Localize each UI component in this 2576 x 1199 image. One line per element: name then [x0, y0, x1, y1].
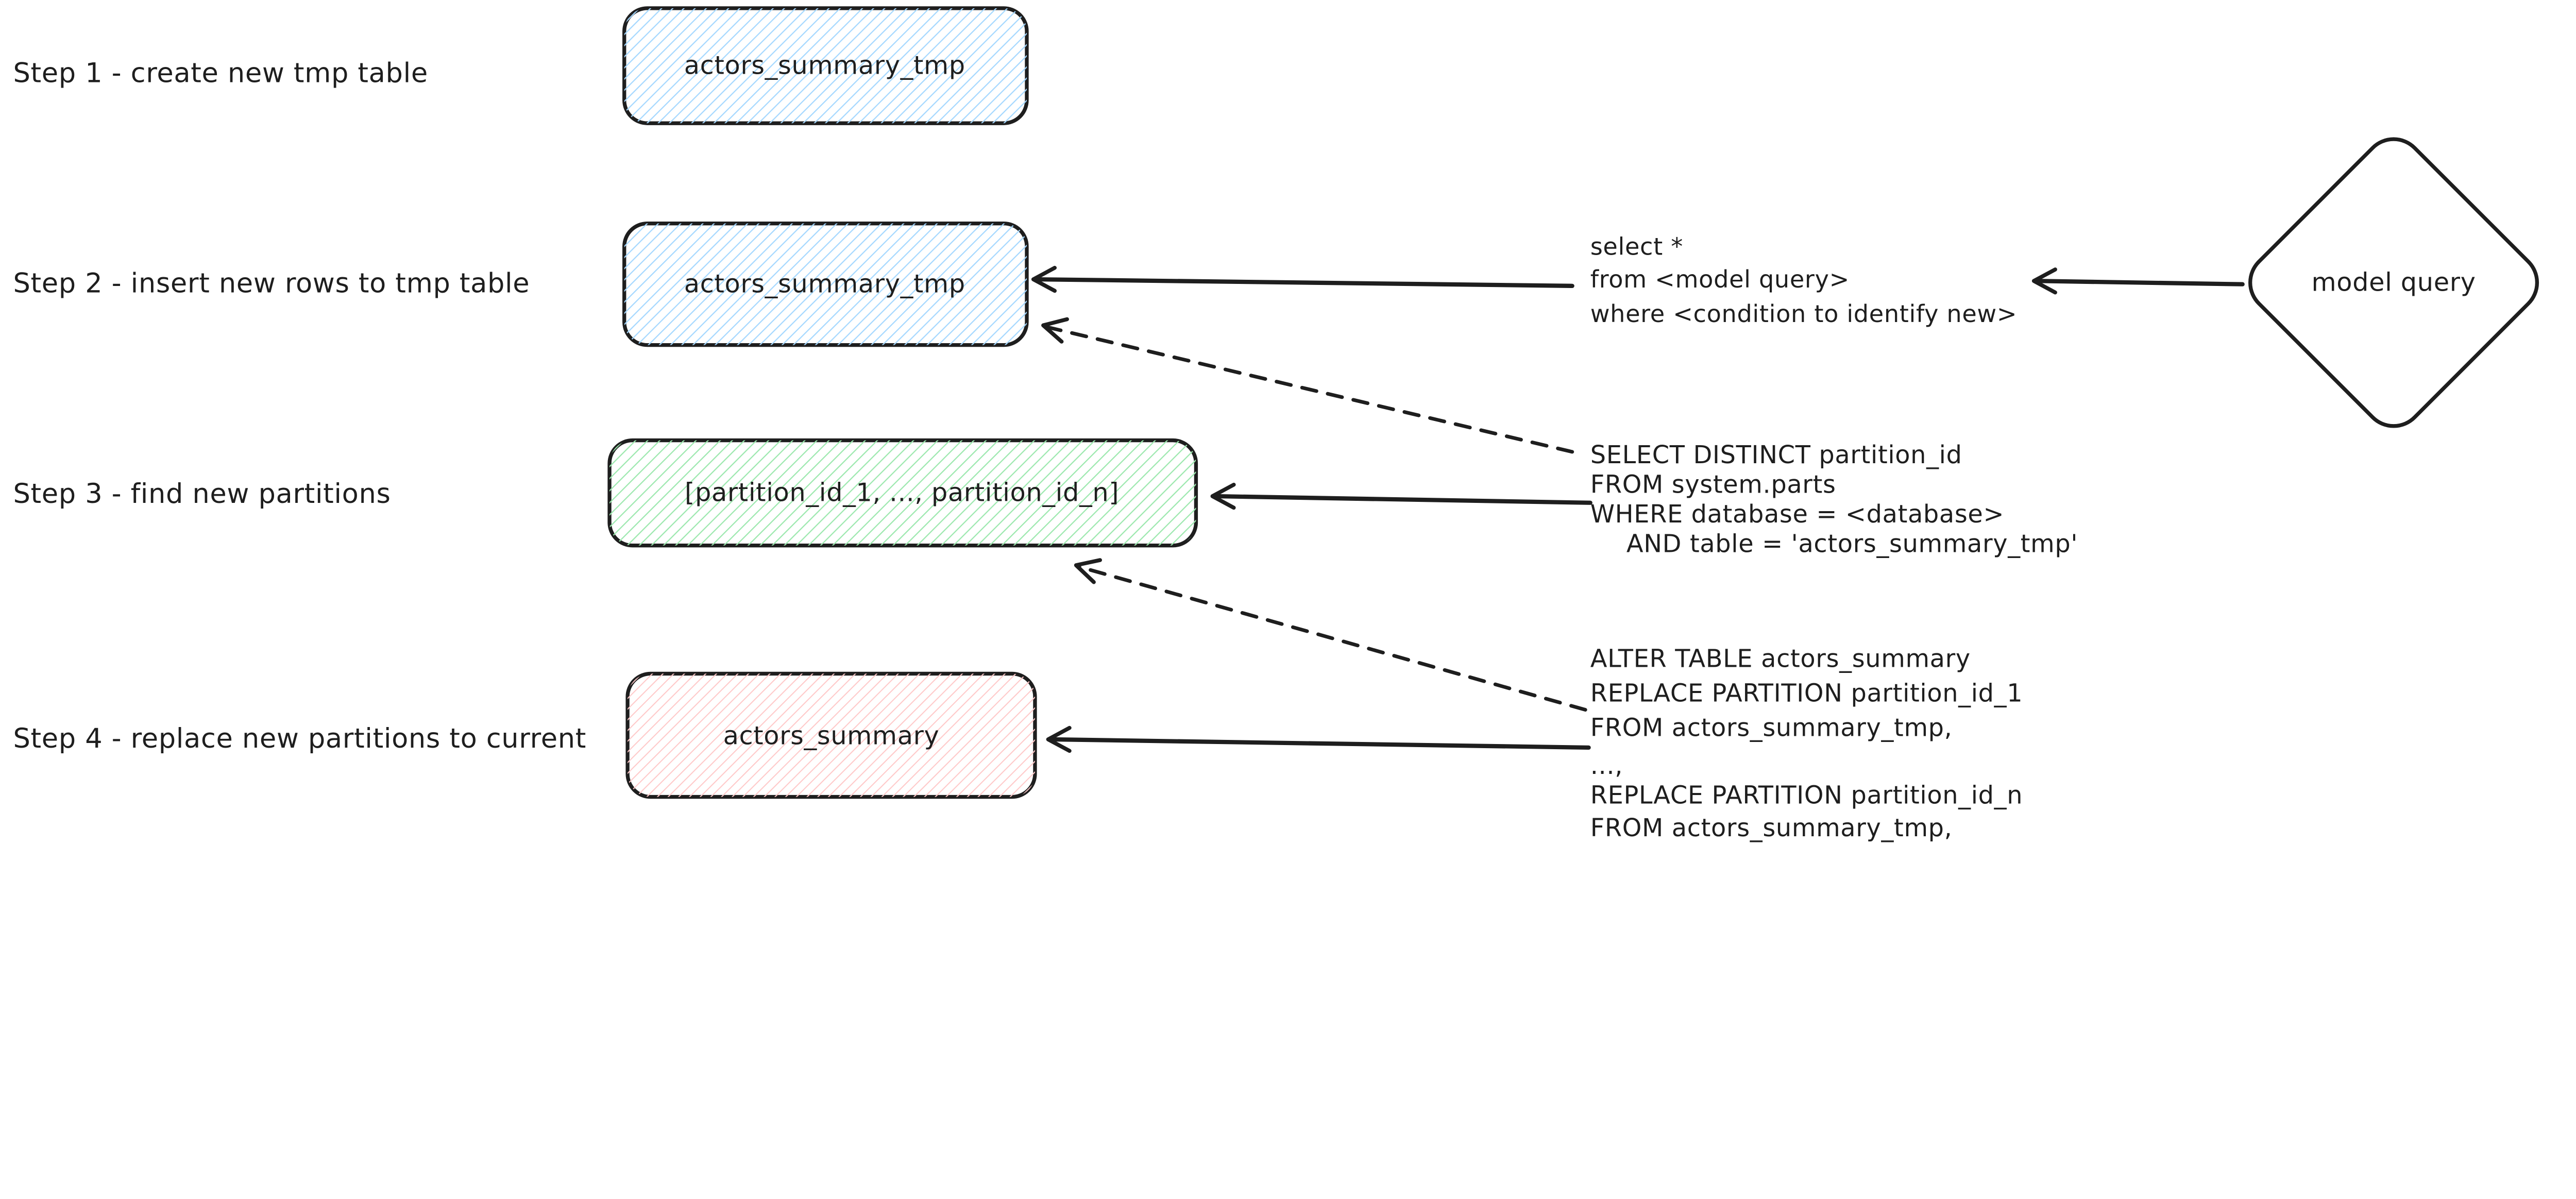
step4-label: Step 4 - replace new partitions to curre…: [13, 723, 587, 754]
arrow-head-icon: [1041, 317, 1069, 344]
step1-box: actors_summary_tmp: [622, 6, 1029, 125]
step2-box-label: actors_summary_tmp: [684, 269, 965, 299]
replace-query-line2: REPLACE PARTITION partition_id_1: [1590, 680, 2023, 708]
arrow-shaft: [1077, 565, 1587, 712]
step3-box-hatch: [609, 440, 1196, 546]
step4-box-label: actors_summary: [723, 721, 940, 751]
model-query-label: model query: [2311, 267, 2476, 297]
insert-query-sql: select * from <model query> where <condi…: [1590, 232, 2018, 328]
replace-query-line3: FROM actors_summary_tmp,: [1590, 714, 1953, 742]
insert-query-line2: from <model query>: [1590, 265, 1850, 293]
arrow-shaft: [2035, 279, 2245, 286]
replace-query-line1: ALTER TABLE actors_summary: [1590, 645, 1971, 673]
partitions-query-line4: AND table = 'actors_summary_tmp': [1626, 530, 2078, 558]
arrow-shaft: [1034, 277, 1574, 288]
dashed-arrow-replace-sql-to-step3-box: [1074, 558, 1587, 712]
insert-query-line3: where <condition to identify new>: [1590, 300, 2018, 328]
replace-query-line4: ...,: [1590, 752, 1623, 780]
replace-query-line6: FROM actors_summary_tmp,: [1590, 814, 1953, 842]
step4-box: actors_summary: [625, 671, 1037, 799]
step1-label: Step 1 - create new tmp table: [13, 57, 428, 89]
arrow-head-icon: [1031, 265, 1057, 293]
step2-box: actors_summary_tmp: [622, 222, 1029, 347]
arrow-replace-sql-to-step4-box: [1046, 725, 1591, 753]
model-query-diamond-shape: [2248, 137, 2539, 428]
arrow-partitions-sql-to-step3-box: [1210, 482, 1592, 510]
partitions-query-line2: FROM system.parts: [1590, 471, 1836, 499]
arrow-insert-sql-to-step2-box: [1031, 265, 1574, 293]
step2-box-hatch: [624, 223, 1027, 345]
insert-query-line1: select *: [1590, 232, 1683, 260]
arrow-shaft: [1049, 737, 1591, 750]
diagram-canvas: Step 1 - create new tmp table Step 2 - i…: [13, 6, 2539, 842]
diagram-page: Step 1 - create new tmp table Step 2 - i…: [13, 6, 2539, 843]
arrow-model-query-to-insert-sql: [2031, 267, 2245, 295]
model-query-diamond: model query: [2248, 137, 2539, 428]
arrow-shaft: [1044, 325, 1574, 454]
step4-box-hatch: [628, 673, 1035, 797]
arrow-head-icon: [1210, 482, 1236, 510]
arrow-shaft: [1213, 494, 1592, 505]
partitions-query-sql: SELECT DISTINCT partition_id FROM system…: [1590, 441, 2078, 558]
step3-box-label: [partition_id_1, ..., partition_id_n]: [685, 478, 1119, 508]
step1-box-label: actors_summary_tmp: [684, 50, 965, 80]
step3-label: Step 3 - find new partitions: [13, 478, 391, 510]
arrow-head-icon: [1074, 558, 1103, 584]
arrow-head-icon: [2031, 267, 2057, 295]
partitions-query-line1: SELECT DISTINCT partition_id: [1590, 441, 1962, 469]
arrow-head-icon: [1046, 725, 1072, 753]
replace-query-line5: REPLACE PARTITION partition_id_n: [1590, 781, 2023, 809]
step3-box: [partition_id_1, ..., partition_id_n]: [607, 438, 1198, 548]
step1-box-hatch: [624, 8, 1027, 124]
replace-query-sql: ALTER TABLE actors_summary REPLACE PARTI…: [1590, 645, 2023, 842]
partitions-query-line3: WHERE database = <database>: [1590, 500, 2004, 529]
dashed-arrow-partitions-sql-to-step2-box: [1041, 317, 1574, 454]
step2-label: Step 2 - insert new rows to tmp table: [13, 268, 530, 299]
